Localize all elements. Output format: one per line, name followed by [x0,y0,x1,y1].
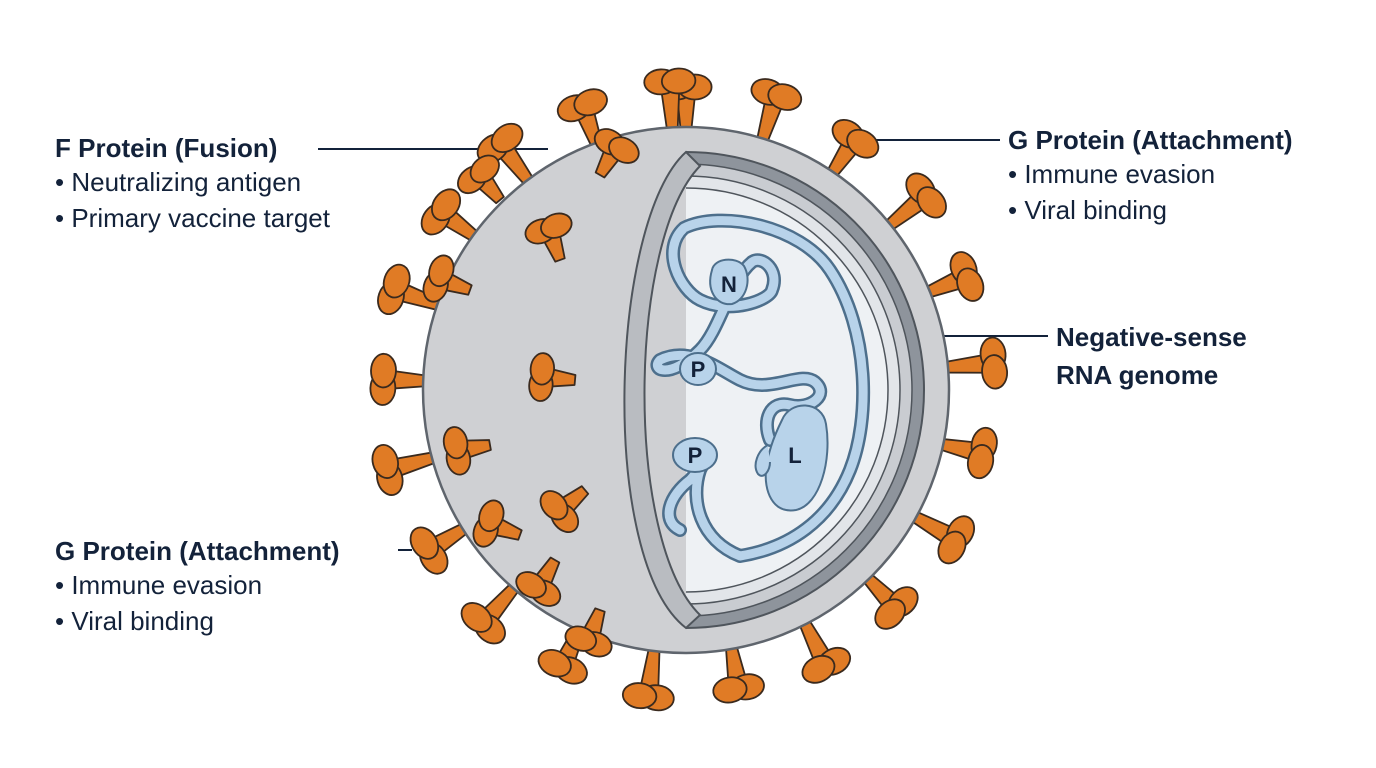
callout-bullet: Primary vaccine target [55,200,330,236]
glycoprotein-spike [935,426,998,480]
glycoprotein-spike [797,615,852,684]
callout-title-line: Negative-sense [1056,322,1247,352]
surface-spike [524,212,573,263]
surface-glycoprotein-spikes [422,128,640,658]
glycoprotein-spike [621,643,675,712]
phosphoprotein-p-lower: P [672,437,718,473]
glycoprotein-spike [377,263,446,316]
glycoprotein-spike [420,188,482,244]
protein-label-n: N [721,272,737,297]
surface-spike [539,485,590,533]
surface-spike [528,352,577,402]
glycoprotein-spike [460,579,523,645]
callout-title: G Protein (Attachment) [55,536,340,566]
callout-g-protein-left: G Protein (Attachment) Immune evasion Vi… [55,535,340,639]
surface-spike [457,154,505,205]
surface-spike [515,556,562,607]
nucleoprotein-n: N [709,258,749,306]
surface-spike [442,426,492,476]
glycoprotein-spike [750,78,803,147]
callout-title-line: RNA genome [1056,360,1219,390]
callout-rna-genome: Negative-sense RNA genome [1056,318,1247,394]
phosphoprotein-p-upper: P [679,352,717,386]
surface-spike [593,128,640,179]
glycoprotein-spike [824,119,880,181]
callout-bullet: Viral binding [55,603,340,639]
surface-spike [564,607,613,658]
surface-spike [422,254,473,303]
callout-bullet: Immune evasion [1008,156,1293,192]
protein-label-p-upper: P [691,357,706,382]
callout-title: F Protein (Fusion) [55,133,278,163]
callout-f-protein: F Protein (Fusion) Neutralizing antigen … [55,132,330,236]
glycoprotein-spike [409,521,472,575]
outer-glycoprotein-spikes [369,67,1009,712]
cutaway-wall [623,150,702,630]
protein-label-l: L [788,443,801,468]
large-polymerase-l: L [754,404,829,512]
callout-title: G Protein (Attachment) [1008,125,1293,155]
callout-bullet: Viral binding [1008,192,1293,228]
glycoprotein-spike [371,444,440,496]
glycoprotein-spike [907,509,976,565]
glycoprotein-spike [881,172,947,234]
callout-bullet: Neutralizing antigen [55,164,330,200]
glycoprotein-spike [860,570,919,630]
glycoprotein-spike [643,67,697,135]
glycoprotein-spike [369,352,431,406]
callout-g-protein-right: G Protein (Attachment) Immune evasion Vi… [1008,124,1293,228]
glycoprotein-spike [940,336,1009,390]
surface-spike [472,499,523,548]
protein-label-p-lower: P [688,443,703,468]
glycoprotein-spike [921,251,985,302]
callout-bullet: Immune evasion [55,567,340,603]
